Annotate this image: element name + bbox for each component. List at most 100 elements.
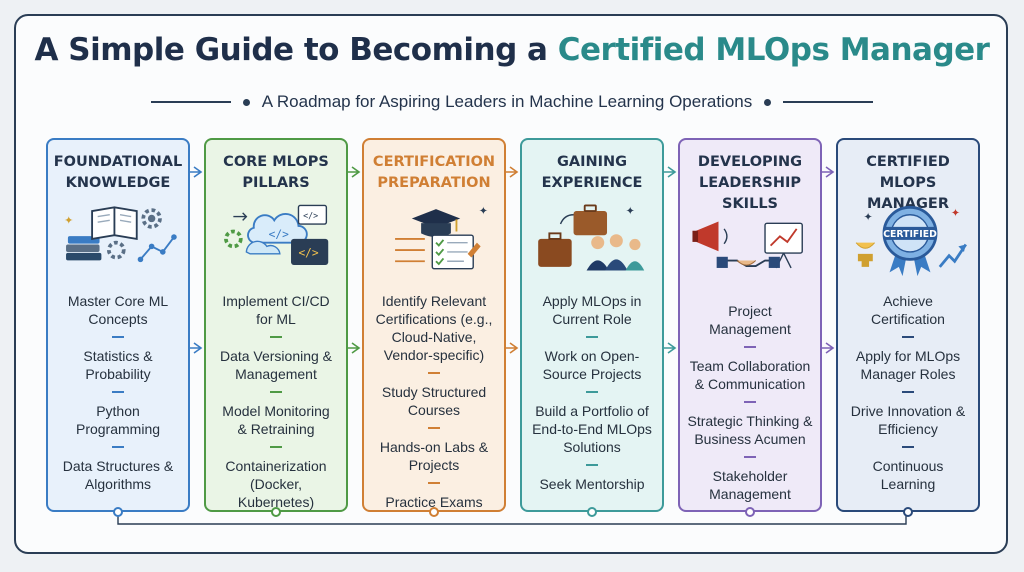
list-item-line: Apply for MLOps [855, 348, 961, 364]
list-item-line: Source Projects [542, 366, 642, 382]
briefcase-team-icon: ✦ [538, 204, 645, 271]
svg-text:✦: ✦ [626, 206, 635, 218]
list-item-line: Python [96, 403, 140, 419]
list-item-line: & Retraining [237, 421, 315, 437]
list-item-line: Projects [408, 457, 460, 473]
step-arrow [664, 166, 677, 178]
list-item-line: Statistics & [83, 348, 153, 364]
list-item-line: Management [235, 366, 317, 382]
list-item-line: Model Monitoring [222, 403, 330, 419]
step-title-line: SKILLS [722, 196, 778, 212]
list-item-line: Achieve [883, 293, 933, 309]
step-title-line: PILLARS [242, 175, 310, 191]
item-divider [270, 336, 282, 338]
timeline-node [429, 507, 439, 517]
step-title-line: CERTIFICATION [372, 154, 496, 170]
list-item-line: Cloud-Native, [391, 329, 477, 345]
list-item-line: Solutions [563, 439, 621, 455]
subtitle-dot-right [764, 98, 772, 106]
svg-text:✦: ✦ [64, 215, 73, 227]
list-item-line: Study Structured [381, 384, 487, 400]
subtitle-rule-left [150, 101, 231, 103]
list-item: Work on Open- Source Projects [522, 347, 662, 383]
item-divider [586, 464, 598, 466]
list-item-line: Identify Relevant [381, 293, 487, 309]
list-item: Data Structures & Algorithms [48, 457, 188, 493]
list-item-line: Strategic Thinking & [687, 413, 813, 429]
step-arrow [506, 166, 519, 178]
list-item-line: Seek Mentorship [539, 476, 645, 492]
item-divider [428, 427, 440, 429]
item-divider [902, 391, 914, 393]
step-title-line: MLOPS MANAGER [867, 175, 949, 212]
item-divider [112, 336, 124, 338]
list-item-line: Containerization [225, 458, 327, 474]
list-item-line: Data Structures & [62, 458, 174, 474]
step-arrow [190, 166, 203, 178]
list-item-line: Project [728, 303, 772, 319]
step-title-line: FOUNDATIONAL [53, 154, 183, 170]
timeline-line [117, 512, 907, 525]
timeline-node [587, 507, 597, 517]
list-item-line: Continuous [872, 458, 944, 474]
svg-text:</>: </> [269, 228, 289, 241]
item-divider [428, 482, 440, 484]
list-item-line: Algorithms [84, 476, 152, 492]
title-main: A Simple Guide to Becoming a [34, 32, 548, 68]
list-item-line: Work on Open- [544, 348, 640, 364]
item-divider [744, 401, 756, 403]
timeline-node [271, 507, 281, 517]
list-item-line: Hands-on Labs & [379, 439, 489, 455]
step-title: CERTIFICATION PREPARATION [364, 152, 504, 194]
list-item-line: Efficiency [878, 421, 938, 437]
step-arrow [190, 342, 203, 354]
step-arrow [822, 342, 835, 354]
item-divider [586, 391, 598, 393]
svg-text:CERTIFIED: CERTIFIED [883, 229, 937, 240]
certified-badge-icon: CERTIFIED ✦ ✦ [855, 205, 967, 277]
list-item-line: End-to-End MLOps [532, 421, 652, 437]
list-item: Practice Exams [364, 493, 504, 511]
list-item-line: Practice Exams [385, 494, 483, 510]
step-title-line: EXPERIENCE [541, 175, 643, 191]
list-item: Statistics &Probability [48, 347, 188, 383]
item-divider [744, 346, 756, 348]
list-item: Strategic Thinking &Business Acumen [680, 412, 820, 448]
list-item-line: Certifications (e.g., [375, 311, 493, 327]
item-divider [902, 336, 914, 338]
step-title-line: PREPARATION [377, 175, 491, 191]
step-column-3: CERTIFICATION PREPARATION ✦ Identify Relev… [362, 138, 506, 512]
list-item-line: Vendor-specific) [383, 347, 485, 363]
timeline-node [113, 507, 123, 517]
item-divider [270, 391, 282, 393]
subtitle-rule-right [783, 101, 874, 103]
books-gears-icon: ✦ [64, 206, 177, 263]
step-column-2: CORE MLOpsPILLARS </> </> </> Implement … [204, 138, 348, 512]
list-item-line: Programming [75, 421, 161, 437]
list-item-line: Learning [880, 476, 936, 492]
svg-text:✦: ✦ [479, 206, 488, 218]
item-divider [744, 456, 756, 458]
list-item-line: Management [709, 321, 791, 337]
list-item-line: Drive Innovation & [850, 403, 966, 419]
list-item-line: Team Collaboration [689, 358, 811, 374]
step-arrow [348, 166, 361, 178]
list-item: Containerization(Docker, Kubernetes) [206, 457, 346, 511]
